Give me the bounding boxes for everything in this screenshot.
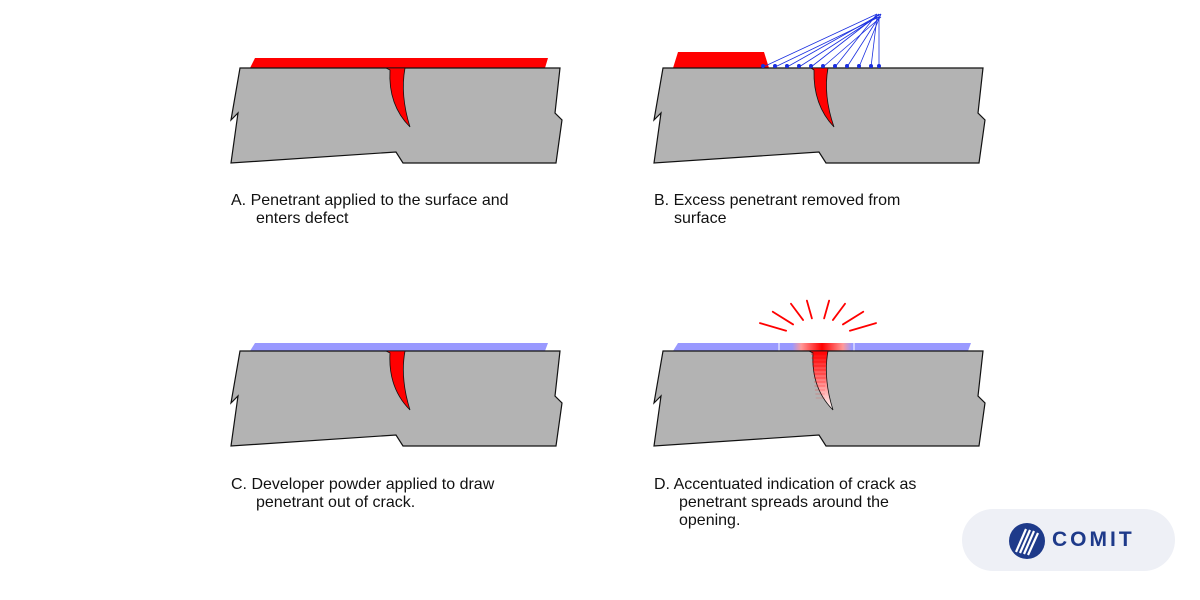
spray-line [786, 13, 882, 68]
comit-logo: COMIT [962, 509, 1175, 571]
caption-a: A. Penetrant applied to the surface and … [231, 192, 509, 228]
caption-b-line-2: surface [674, 210, 727, 227]
spray-droplet [761, 63, 766, 68]
panel-a [228, 55, 568, 195]
metal-block [653, 67, 986, 164]
indication-ray [849, 322, 877, 332]
crack [385, 350, 411, 411]
crack [809, 67, 835, 128]
spray-line [810, 13, 880, 68]
spray-droplet [844, 63, 849, 68]
spray-droplet [808, 63, 813, 68]
spray-line [822, 16, 882, 68]
crack-stripes [811, 353, 827, 399]
indication-ray [759, 322, 787, 332]
indication-ray [823, 299, 831, 320]
spray-droplet [856, 63, 861, 68]
caption-d-line-2: penetrant spreads around the [679, 494, 889, 511]
caption-b-line-1: B. Excess penetrant removed from [654, 192, 901, 209]
developer-layer [250, 343, 548, 351]
spray-droplet [773, 63, 778, 68]
spray-line [846, 16, 880, 68]
caption-d: D. Accentuated indication of crack as pe… [654, 476, 916, 530]
panel-b [651, 13, 991, 195]
spray-line [870, 16, 878, 68]
metal-block [653, 350, 986, 447]
spray-droplet [784, 63, 789, 68]
diagram-b [653, 13, 986, 164]
indication-rays [759, 299, 877, 332]
caption-c-line-2: penetrant out of crack. [256, 494, 416, 511]
indication-ray [771, 310, 795, 326]
spray-droplet [796, 63, 801, 68]
caption-d-line-1: D. Accentuated indication of crack as [654, 476, 917, 493]
caption-c: C. Developer powder applied to draw pene… [231, 476, 494, 512]
indication-ray [841, 310, 865, 326]
indication-ray [831, 302, 846, 321]
spray-droplet [868, 63, 873, 68]
caption-a-line-1: A. Penetrant applied to the surface and [231, 192, 509, 209]
caption-b: B. Excess penetrant removed from surface [654, 192, 900, 228]
metal-block [230, 67, 563, 164]
spray-droplet [876, 63, 881, 68]
spray-line [858, 13, 882, 68]
diagram-a [230, 58, 563, 164]
metal-block [230, 350, 563, 447]
caption-d-line-3: opening. [679, 512, 741, 529]
developer-layer [673, 343, 971, 351]
diagram-c [230, 343, 563, 447]
penetrant-remnant [673, 52, 769, 68]
indication-ray [790, 302, 805, 321]
indication-ray [805, 299, 813, 320]
panel-c [228, 340, 568, 480]
spray-line [834, 13, 878, 68]
diagram-d [653, 299, 986, 447]
crack [385, 67, 411, 128]
caption-c-line-1: C. Developer powder applied to draw [231, 476, 495, 493]
spray-droplet [832, 63, 837, 68]
logo-text: COMIT [1052, 528, 1135, 551]
penetrant-layer [250, 58, 548, 68]
spray-droplet [820, 63, 825, 68]
spray-line [762, 13, 878, 68]
caption-a-line-2: enters defect [256, 210, 349, 227]
panel-d [651, 299, 991, 480]
comit-stripes-icon [1009, 523, 1045, 559]
spray-lines [761, 13, 882, 68]
